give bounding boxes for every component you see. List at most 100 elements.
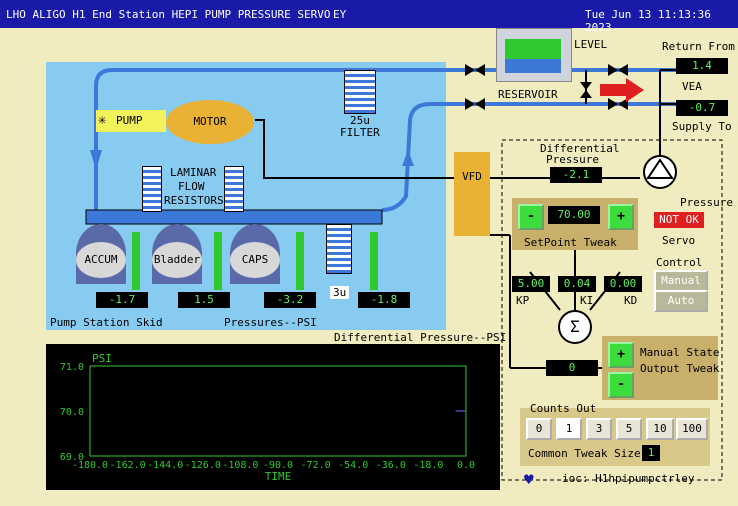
screen-title: LHO ALIGO H1 End Station HEPI PUMP PRESS… xyxy=(6,8,331,21)
x-tick-label: -72.0 xyxy=(301,460,331,471)
chart-title: PSI xyxy=(92,352,112,365)
supply-pipe xyxy=(381,102,700,212)
skid-panel xyxy=(46,62,446,330)
sigma-icon: Σ xyxy=(570,317,580,336)
x-tick-label: -126.0 xyxy=(185,460,221,471)
kd-readout: 0.00 xyxy=(604,276,642,292)
count-button-3[interactable]: 3 xyxy=(586,418,612,440)
kd-label: KD xyxy=(624,294,638,307)
x-tick-label: -90.0 xyxy=(263,460,293,471)
ioc-label: ioc: H1hpipumpctrley xyxy=(562,472,695,485)
x-tick-label: -36.0 xyxy=(376,460,406,471)
three-u-filter xyxy=(326,224,352,274)
setpoint-plus-button[interactable]: + xyxy=(608,204,634,230)
control-label: Control xyxy=(656,256,703,269)
y-tick-label: 70.0 xyxy=(60,407,84,418)
manual-state-label: Manual State xyxy=(640,346,720,359)
bladder-readout: 1.5 xyxy=(178,292,230,308)
caps-tank: CAPS xyxy=(230,224,280,284)
filter-label: FILTER xyxy=(340,126,380,139)
count-button-5[interactable]: 5 xyxy=(616,418,642,440)
output-plus-button[interactable]: + xyxy=(608,342,634,368)
resistors-label: RESISTORS xyxy=(164,194,224,207)
motor: MOTOR xyxy=(166,100,254,144)
caps-readout: -3.2 xyxy=(264,292,316,308)
y-tick-label: 69.0 xyxy=(60,452,84,463)
x-tick-label: -108.0 xyxy=(222,460,258,471)
counts-out-label: Counts Out xyxy=(530,402,597,415)
resistor-left xyxy=(142,166,162,212)
accum-tank: ACCUM xyxy=(76,224,126,284)
skid-label: Pump Station Skid xyxy=(50,316,163,329)
setpoint-minus-button[interactable]: - xyxy=(518,204,544,230)
filter-size-label: 25u xyxy=(350,114,370,127)
motor-label: MOTOR xyxy=(193,115,227,128)
output-readout: 0 xyxy=(546,360,598,376)
output-tweak-label: Output Tweak xyxy=(640,362,720,375)
x-tick-label: 0.0 xyxy=(457,460,475,471)
x-tick-label: -180.0 xyxy=(72,460,108,471)
return-pipe xyxy=(94,68,700,210)
three-u-readout: -1.8 xyxy=(358,292,410,308)
clock: Tue Jun 13 11:13:36 2023 xyxy=(585,8,711,34)
pressures-label: Pressures--PSI xyxy=(224,316,317,329)
pump-box: ✳ PUMP xyxy=(96,110,166,132)
setpoint-tweak-label: SetPoint Tweak xyxy=(524,236,617,249)
resistor-right xyxy=(224,166,244,212)
filter-element xyxy=(344,70,376,114)
ki-label: KI xyxy=(580,294,594,307)
title-bar: LHO ALIGO H1 End Station HEPI PUMP PRESS… xyxy=(0,0,738,34)
plot-frame xyxy=(89,365,467,457)
count-button-0[interactable]: 0 xyxy=(526,418,552,440)
accum-bar xyxy=(132,232,140,290)
ki-readout: 0.04 xyxy=(558,276,596,292)
count-button-100[interactable]: 100 xyxy=(676,418,708,440)
x-tick-label: -162.0 xyxy=(110,460,146,471)
heart-icon: ♥ xyxy=(524,470,534,489)
three-u-bar xyxy=(370,232,378,290)
reservoir-label: RESERVOIR xyxy=(498,88,558,101)
vea-label: VEA xyxy=(682,80,702,93)
setpoint-readout: 70.00 xyxy=(548,206,600,224)
supply-to-label: Supply To xyxy=(672,120,732,133)
count-button-1[interactable]: 1 xyxy=(556,418,582,440)
return-from-readout: 1.4 xyxy=(676,58,728,74)
chart-svg: PSI71.070.069.0-180.0-162.0-144.0-126.0-… xyxy=(60,352,475,483)
diff-pressure-psi-label: Differential Pressure--PSI xyxy=(334,331,507,344)
diff-pressure-label-2: Pressure xyxy=(546,153,599,166)
pressure-status: NOT OK xyxy=(654,212,704,228)
bladder-label: Bladder xyxy=(152,242,202,278)
y-tick-label: 71.0 xyxy=(60,362,84,373)
vfd-box: VFD xyxy=(454,152,490,236)
vfd-label: VFD xyxy=(462,170,482,183)
count-button-10[interactable]: 10 xyxy=(646,418,674,440)
kp-label: KP xyxy=(516,294,530,307)
supply-to-readout: -0.7 xyxy=(676,100,728,116)
reservoir-tank xyxy=(496,28,572,82)
output-minus-button[interactable]: - xyxy=(608,372,634,398)
kp-readout: 5.00 xyxy=(512,276,550,292)
diff-pressure-readout: -2.1 xyxy=(550,167,602,183)
return-from-label: Return From xyxy=(662,40,735,53)
accum-label: ACCUM xyxy=(76,242,126,278)
laminar-label: LAMINAR xyxy=(170,166,217,179)
manual-button[interactable]: Manual xyxy=(654,270,708,292)
x-tick-label: -144.0 xyxy=(147,460,183,471)
tweak-size-readout: 1 xyxy=(642,445,660,461)
common-tweak-size-label: Common Tweak Size xyxy=(528,447,641,460)
sigma-summer: Σ xyxy=(558,310,592,344)
x-axis-label: TIME xyxy=(265,470,292,483)
diff-pressure-label-1: Differential xyxy=(540,142,620,155)
pump-icon: ✳ xyxy=(98,112,107,128)
auto-button[interactable]: Auto xyxy=(654,290,708,312)
bladder-tank: Bladder xyxy=(152,224,202,284)
bladder-bar xyxy=(214,232,222,290)
caps-label: CAPS xyxy=(230,242,280,278)
level-label: LEVEL xyxy=(574,38,608,51)
accum-readout: -1.7 xyxy=(96,292,148,308)
caps-bar xyxy=(296,232,304,290)
servo-label: Servo xyxy=(662,234,696,247)
station-label: EY xyxy=(333,8,347,21)
three-u-label: 3u xyxy=(330,286,350,299)
